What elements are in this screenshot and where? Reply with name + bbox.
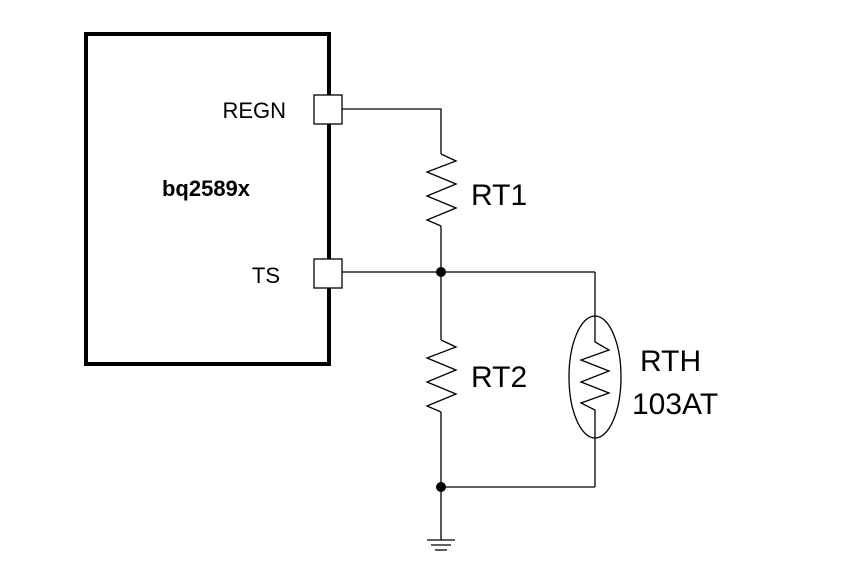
label-rt2: RT2 [471, 361, 527, 394]
pin-ts [313, 258, 343, 289]
ground-icon [427, 487, 455, 551]
wire-regn [342, 108, 442, 154]
pin-label-regn: REGN [222, 98, 286, 123]
ic-name: bq2589x [162, 176, 251, 201]
ic-body [84, 32, 331, 366]
resistor-rt2 [425, 339, 458, 413]
resistor-rt1 [425, 153, 458, 227]
label-rth-value: 103AT [632, 388, 718, 421]
label-rt1: RT1 [471, 179, 527, 212]
pin-label-ts: TS [252, 263, 280, 288]
pin-regn [313, 94, 343, 125]
label-rth: RTH [640, 345, 701, 378]
thermistor-rth [579, 316, 611, 438]
